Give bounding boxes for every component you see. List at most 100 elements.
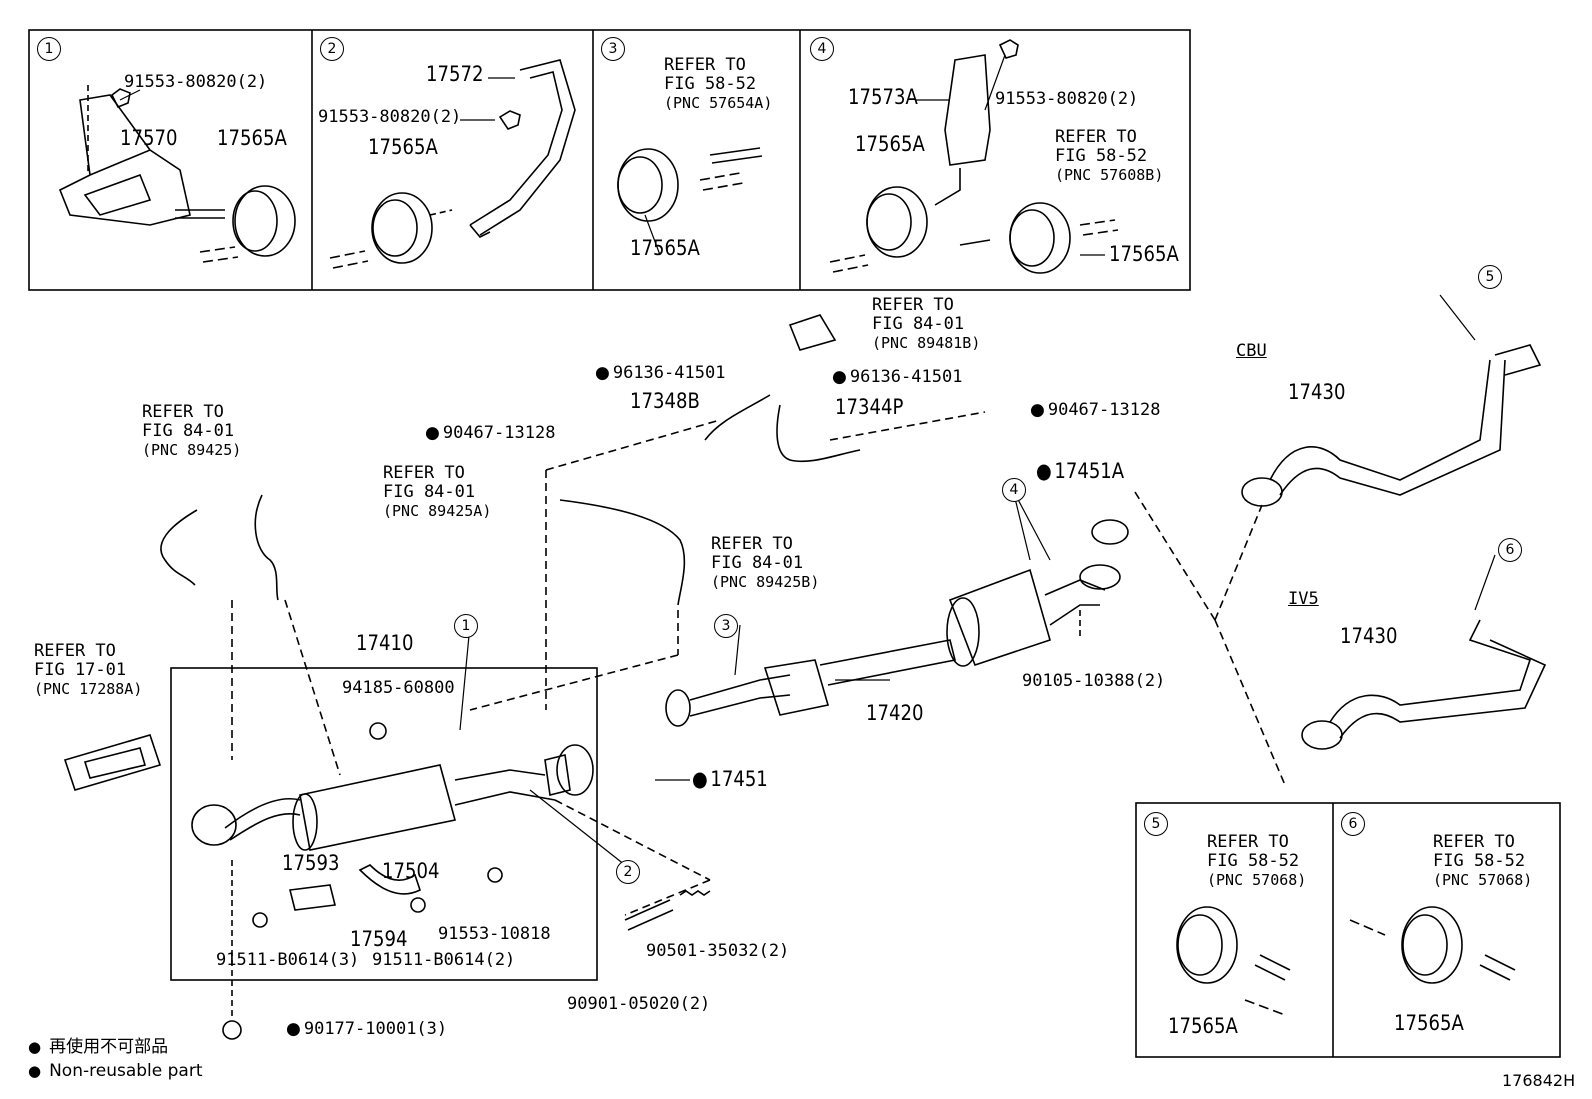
p17594-label: 17594	[350, 927, 408, 951]
refer-89481b-line1: REFER TO	[872, 295, 954, 315]
refer-89481b: REFER TO FIG 84-01 (PNC 89481B)	[872, 295, 981, 353]
tail-pipe-connectors	[1134, 491, 1286, 786]
cbu-label: CBU	[1236, 341, 1267, 361]
inset1-insulator-label: 17565A	[217, 126, 287, 150]
inset3-refer-line3: (PNC 57654A)	[664, 94, 773, 112]
callout-4-muffler: 4	[1002, 478, 1026, 502]
refer-89481b-line3: (PNC 89481B)	[872, 334, 981, 352]
center-pipe-label: 17420	[866, 701, 924, 725]
clamp-left-label: 96136-41501	[595, 364, 726, 383]
bottom-inset-frames	[1135, 802, 1561, 1058]
callout-3-centerpipe: 3	[714, 614, 738, 638]
top-inset-frames	[28, 29, 1191, 291]
refer-89425b-line3: (PNC 89425B)	[711, 573, 820, 591]
inset6-insulator-label: 17565A	[1394, 1011, 1464, 1035]
p90177-label: 90177-10001(3)	[286, 1020, 447, 1039]
inset6-refer-line3: (PNC 57068)	[1433, 871, 1533, 889]
legend-jp-text: 再使用不可部品	[49, 1037, 169, 1057]
inset5-refer: REFER TO FIG 58-52 (PNC 57068)	[1207, 832, 1307, 890]
clip-right-label: 90467-13128	[1030, 401, 1161, 420]
inset4-bolt-label: 91553-80820(2)	[995, 89, 1139, 109]
iv5-label: IV5	[1288, 589, 1319, 609]
refer-17288a-line2: FIG 17-01	[34, 660, 127, 680]
inset3-refer-line1: REFER TO	[664, 55, 746, 75]
sensor-cables	[160, 411, 986, 776]
inset3-refer-line2: FIG 58-52	[664, 74, 757, 94]
inset4-bracket-drawing	[829, 39, 1119, 274]
p91511-a-label: 91511-B0614(3)	[216, 950, 360, 970]
p91511-b-label: 91511-B0614(2)	[372, 950, 516, 970]
tail-pipe-iv5	[1301, 619, 1547, 750]
callout-5-inset: 5	[1144, 812, 1168, 836]
p90901-label: 90901-05020(2)	[567, 994, 711, 1014]
gasket-top-label: 17451A	[1036, 460, 1124, 483]
legend-en: ●Non-reusable part	[28, 1061, 203, 1081]
refer-89425a-line3: (PNC 89425A)	[383, 502, 492, 520]
figure-id: 176842H	[1502, 1071, 1576, 1090]
refer-89425: REFER TO FIG 84-01 (PNC 89425)	[142, 402, 242, 460]
inset2-bracket-label: 17572	[426, 62, 484, 86]
front-pipe-box	[170, 667, 598, 981]
inset4-refer-line2: FIG 58-52	[1055, 146, 1148, 166]
inset4-refer: REFER TO FIG 58-52 (PNC 57608B)	[1055, 127, 1164, 185]
inset2-bolt-label: 91553-80820(2)	[318, 107, 462, 127]
inset1-bolt-label: 91553-80820(2)	[124, 72, 268, 92]
legend-jp: ●再使用不可部品	[28, 1037, 169, 1057]
inset1-bracket-drawing	[58, 85, 296, 263]
hose-a-label: 17348B	[630, 389, 700, 413]
callout-2: 2	[320, 37, 344, 61]
refer-17288a-line1: REFER TO	[34, 641, 116, 661]
inset6-insulator	[1349, 906, 1516, 984]
leader-lines	[119, 54, 1496, 866]
callout-2-frontpipe: 2	[616, 860, 640, 884]
refer-89425-line1: REFER TO	[142, 402, 224, 422]
refer-89425a-line1: REFER TO	[383, 463, 465, 483]
inset4-refer-line3: (PNC 57608B)	[1055, 166, 1164, 184]
refer-89425b: REFER TO FIG 84-01 (PNC 89425B)	[711, 534, 820, 592]
callout-1-frontpipe: 1	[454, 614, 478, 638]
inset4-bracket-label: 17573A	[848, 85, 918, 109]
callout-6-inset: 6	[1341, 812, 1365, 836]
inset4-insulator-b-label: 17565A	[1109, 242, 1179, 266]
p90501-label: 90501-35032(2)	[646, 941, 790, 961]
inset5-refer-line3: (PNC 57068)	[1207, 871, 1307, 889]
inset5-refer-line1: REFER TO	[1207, 832, 1289, 852]
inset6-refer-line2: FIG 58-52	[1433, 851, 1526, 871]
inset4-refer-line1: REFER TO	[1055, 127, 1137, 147]
p17504-label: 17504	[382, 859, 440, 883]
refer-17288a: REFER TO FIG 17-01 (PNC 17288A)	[34, 641, 143, 699]
callout-3: 3	[601, 37, 625, 61]
inset6-refer-line1: REFER TO	[1433, 832, 1515, 852]
refer-89425-line2: FIG 84-01	[142, 421, 235, 441]
hose-b-label: 17344P	[835, 395, 904, 419]
inset3-refer: REFER TO FIG 58-52 (PNC 57654A)	[664, 55, 773, 113]
inset4-insulator-a-label: 17565A	[855, 132, 925, 156]
vacuum-hoses	[704, 314, 861, 463]
refer-89425a-line2: FIG 84-01	[383, 482, 476, 502]
center-pipe-muffler	[665, 519, 1129, 727]
refer-89425b-line1: REFER TO	[711, 534, 793, 554]
inset2-bracket-drawing	[329, 59, 576, 269]
refer-89481b-line2: FIG 84-01	[872, 314, 965, 334]
front-pipe-catalyst	[191, 744, 594, 851]
gasket-mid-label: 17451	[692, 768, 767, 791]
p91553-10818-label: 91553-10818	[438, 924, 551, 944]
callout-1: 1	[37, 37, 61, 61]
small-parts	[63, 722, 711, 1040]
inset5-refer-line2: FIG 58-52	[1207, 851, 1300, 871]
inset5-insulator-label: 17565A	[1168, 1014, 1238, 1038]
inset6-refer: REFER TO FIG 58-52 (PNC 57068)	[1433, 832, 1533, 890]
inset1-bracket-label: 17570	[120, 126, 178, 150]
inset2-insulator-label: 17565A	[368, 135, 438, 159]
refer-89425a: REFER TO FIG 84-01 (PNC 89425A)	[383, 463, 492, 521]
callout-4: 4	[810, 37, 834, 61]
tail-cbu-label: 17430	[1288, 380, 1346, 404]
legend: ●再使用不可部品 ●Non-reusable part	[28, 1035, 202, 1083]
refer-17288a-line3: (PNC 17288A)	[34, 680, 143, 698]
inset5-insulator	[1176, 906, 1291, 1016]
callout-5-cbu: 5	[1478, 265, 1502, 289]
refer-89425-line3: (PNC 89425)	[142, 441, 242, 459]
inset3-insulator-label: 17565A	[630, 236, 700, 260]
